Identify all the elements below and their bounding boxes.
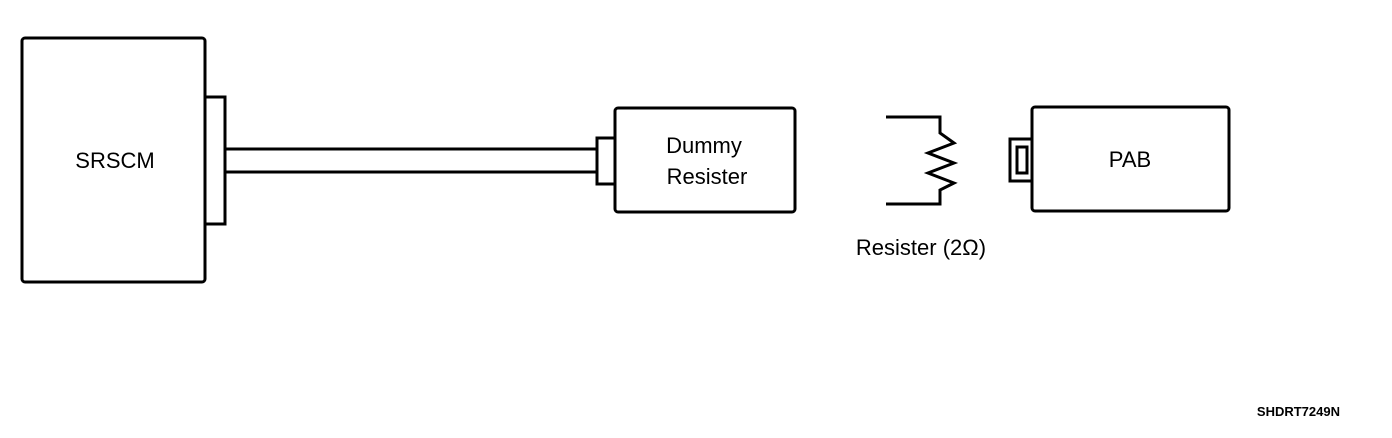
- dummy-resister-label-line1: Dummy: [666, 133, 742, 158]
- resister-label: Resister (2Ω): [856, 235, 986, 260]
- pab-module: PAB: [1008, 105, 1231, 213]
- dummy-resister-box: [613, 106, 797, 214]
- srscm-connector: [203, 95, 227, 226]
- resister-symbol: [886, 115, 959, 206]
- pab-connector-inner: [1015, 145, 1029, 175]
- dummy-resister: Dummy Resister: [595, 106, 797, 214]
- srscm-label: SRSCM: [75, 148, 154, 173]
- figure-code: SHDRT7249N: [1257, 404, 1340, 419]
- wiring-harness: [225, 147, 597, 174]
- srscm-module: SRSCM: [20, 36, 227, 284]
- resister-2-ohm: Resister (2Ω): [856, 115, 986, 260]
- dummy-resister-label-line2: Resister: [667, 164, 748, 189]
- pab-box: [1030, 105, 1231, 213]
- pab-label: PAB: [1109, 147, 1151, 172]
